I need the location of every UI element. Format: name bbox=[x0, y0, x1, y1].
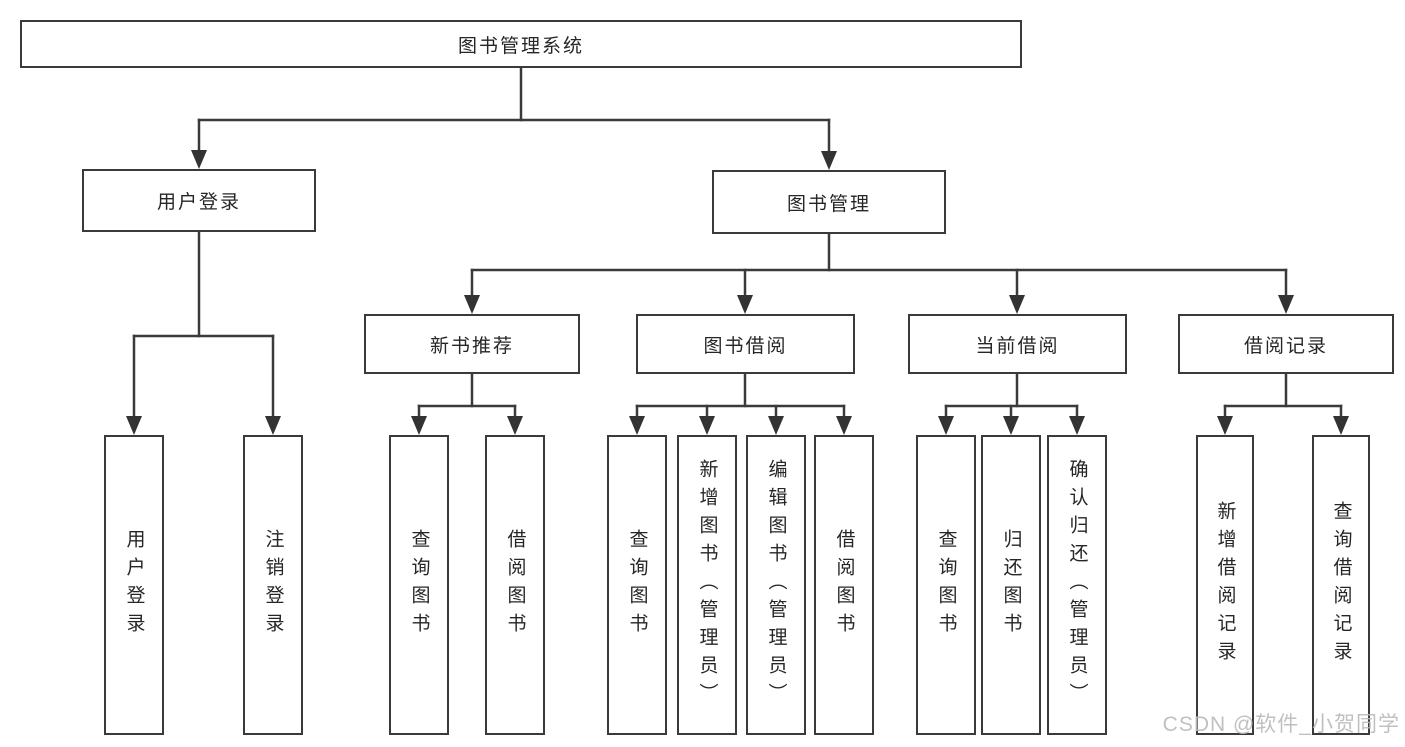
leaf-query-books-recommend-label: 查询图书 bbox=[408, 529, 430, 641]
leaf-add-books-admin: 新增图书（管理员） bbox=[677, 435, 737, 735]
node-new-book-recommend: 新书推荐 bbox=[364, 314, 580, 374]
leaf-query-borrow-record: 查询借阅记录 bbox=[1312, 435, 1370, 735]
leaf-query-borrow-record-label: 查询借阅记录 bbox=[1330, 501, 1352, 669]
leaf-edit-books-admin: 编辑图书（管理员） bbox=[746, 435, 806, 735]
node-book-borrowing: 图书借阅 bbox=[636, 314, 855, 374]
leaf-borrow-books-recommend-label: 借阅图书 bbox=[504, 529, 526, 641]
leaf-confirm-return-admin-label: 确认归还（管理员） bbox=[1066, 459, 1088, 711]
node-book-management: 图书管理 bbox=[712, 170, 946, 234]
leaf-logout-login: 注销登录 bbox=[243, 435, 303, 735]
leaf-logout-login-label: 注销登录 bbox=[262, 529, 284, 641]
leaf-query-books-borrowing-label: 查询图书 bbox=[626, 529, 648, 641]
leaf-query-books-current-label: 查询图书 bbox=[935, 529, 957, 641]
node-user-login: 用户登录 bbox=[82, 169, 316, 232]
leaf-return-books: 归还图书 bbox=[981, 435, 1041, 735]
leaf-add-borrow-record: 新增借阅记录 bbox=[1196, 435, 1254, 735]
leaf-user-login: 用户登录 bbox=[104, 435, 164, 735]
leaf-borrow-books-recommend: 借阅图书 bbox=[485, 435, 545, 735]
leaf-borrow-books-borrowing-label: 借阅图书 bbox=[833, 529, 855, 641]
node-current-borrowing: 当前借阅 bbox=[908, 314, 1127, 374]
leaf-query-books-borrowing: 查询图书 bbox=[607, 435, 667, 735]
leaf-add-borrow-record-label: 新增借阅记录 bbox=[1214, 501, 1236, 669]
leaf-return-books-label: 归还图书 bbox=[1000, 529, 1022, 641]
leaf-query-books-recommend: 查询图书 bbox=[389, 435, 449, 735]
node-root: 图书管理系统 bbox=[20, 20, 1022, 68]
leaf-query-books-current: 查询图书 bbox=[916, 435, 976, 735]
leaf-user-login-label: 用户登录 bbox=[123, 529, 145, 641]
leaf-borrow-books-borrowing: 借阅图书 bbox=[814, 435, 874, 735]
leaf-edit-books-admin-label: 编辑图书（管理员） bbox=[765, 459, 787, 711]
leaf-confirm-return-admin: 确认归还（管理员） bbox=[1047, 435, 1107, 735]
leaf-add-books-admin-label: 新增图书（管理员） bbox=[696, 459, 718, 711]
node-borrow-records: 借阅记录 bbox=[1178, 314, 1394, 374]
csdn-watermark: CSDN @软件_小贺同学 bbox=[1162, 713, 1400, 736]
